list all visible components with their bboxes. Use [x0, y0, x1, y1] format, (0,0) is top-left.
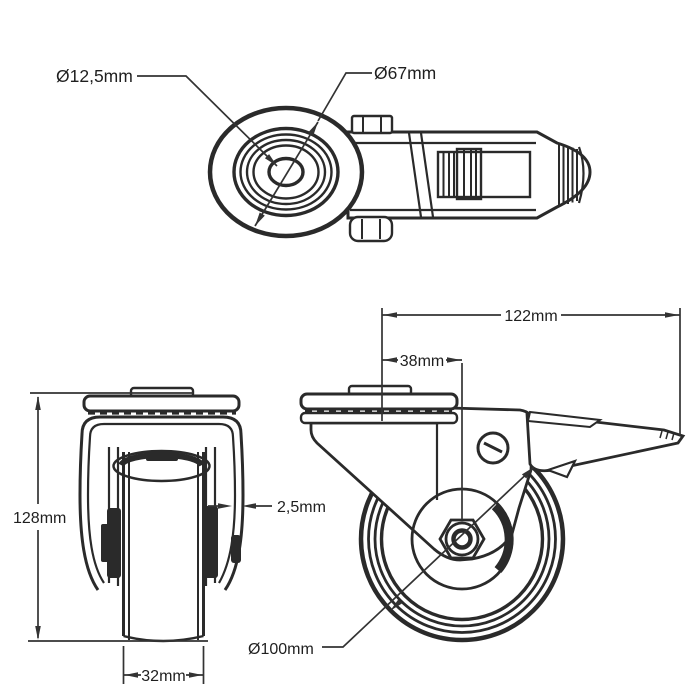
front-bearing — [112, 449, 211, 483]
dim-bolt-hole-diameter: Ø12,5mm — [56, 66, 278, 167]
bolt-hole-diameter-label: Ø12,5mm — [56, 66, 133, 86]
caster-body-top — [346, 130, 592, 220]
front-view: 128mm 2,5mm 32mm — [13, 386, 326, 685]
dim-total-length: 122mm — [381, 305, 681, 435]
wheel-width-label: 32mm — [141, 668, 185, 685]
front-housing — [78, 415, 245, 591]
front-mounting-plate — [82, 386, 241, 415]
total-height-label: 128mm — [13, 510, 66, 527]
dim-wheel-width: 32mm — [122, 646, 205, 685]
dim-wheel-diameter: Ø100mm — [248, 466, 535, 658]
wheel-diameter-label: Ø100mm — [248, 641, 314, 658]
bottom-bolt — [348, 215, 394, 243]
axle-offset-label: 38mm — [400, 353, 444, 370]
clearance-label: 2,5mm — [277, 499, 326, 516]
total-length-label: 122mm — [504, 308, 557, 325]
top-view: Ø12,5mm Ø67mm — [56, 63, 592, 243]
plate-diameter-label: Ø67mm — [374, 63, 436, 83]
dim-plate-diameter: Ø67mm — [254, 63, 436, 227]
side-mounting-plate — [299, 384, 459, 425]
front-brake-tabs — [101, 506, 241, 578]
dim-clearance: 2,5mm — [208, 499, 326, 516]
axle-nut — [438, 518, 486, 560]
dim-total-height: 128mm — [13, 392, 208, 642]
swivel-plate-rings — [207, 105, 365, 239]
side-view: 122mm 38mm Ø100mm — [248, 305, 686, 658]
axle-hub — [410, 487, 514, 591]
top-bolt — [350, 114, 394, 135]
brake-lever — [525, 410, 686, 479]
dim-axle-offset: 38mm — [382, 350, 463, 519]
side-fork — [309, 406, 535, 562]
